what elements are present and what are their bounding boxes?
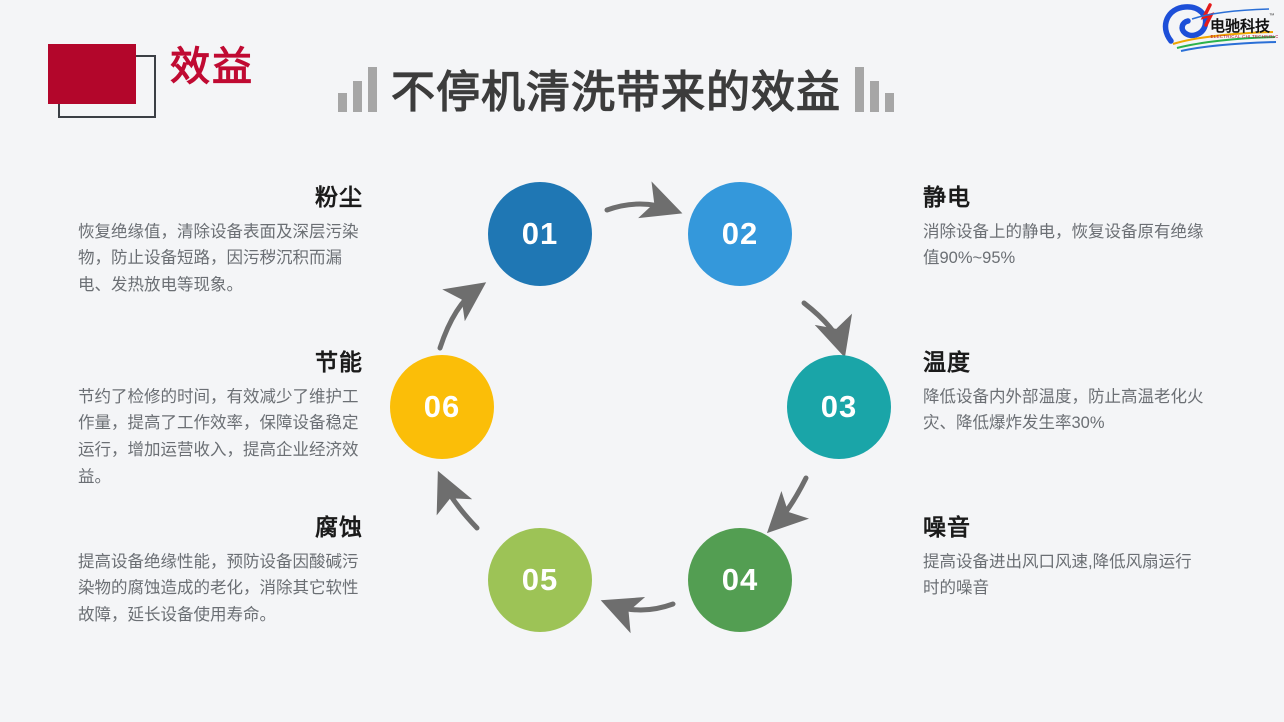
info-block-text: 提高设备进出风口风速,降低风扇运行时的噪音 [923,552,1192,598]
cycle-node-03[interactable]: 03 [787,355,891,459]
arrow-06-to-01 [437,282,487,351]
ascending-bars-icon [338,66,377,115]
section-badge-label: 效益 [170,45,254,89]
cycle-node-06[interactable]: 06 [390,355,494,459]
info-block-text: 消除设备上的静电，恢复设备原有绝缘值90%~95% [923,222,1204,268]
svg-text:电驰科技: 电驰科技 [1210,17,1271,35]
cycle-diagram: 01 02 03 04 05 06 [370,160,910,670]
svg-text:ELECTRICAL CHI TECHNOLOGY: ELECTRICAL CHI TECHNOLOGY [1211,34,1279,39]
info-block-title: 静电 [923,184,971,210]
info-block-static: 静电 消除设备上的静电，恢复设备原有绝缘值90%~95% [923,183,1208,272]
info-block-text: 节约了检修的时间，有效减少了维护工作量，提高了工作效率，保障设备稳定运行，增加运… [78,387,359,486]
cycle-node-label: 02 [721,216,759,251]
arrow-03-to-04 [766,475,809,534]
descending-bars-icon [855,66,894,115]
info-block-text: 恢复绝缘值，清除设备表面及深层污染物，防止设备短路，因污秽沉积而漏电、发热放电等… [78,222,359,295]
cycle-node-01[interactable]: 01 [488,182,592,286]
cycle-node-label: 04 [721,562,759,597]
company-logo: 电驰科技 ELECTRICAL CHI TECHNOLOGY ™ [1162,2,1284,52]
cycle-node-label: 01 [521,216,559,251]
svg-text:™: ™ [1269,13,1275,19]
info-block-title: 节能 [315,349,363,375]
page-title: 不停机清洗带来的效益 [391,68,841,117]
info-block-title: 温度 [923,349,971,375]
arrow-01-to-02 [604,181,683,219]
info-block-noise: 噪音 提高设备进出风口风速,降低风扇运行时的噪音 [923,513,1208,602]
cycle-node-04[interactable]: 04 [688,528,792,632]
arrow-04-to-05 [600,597,676,634]
cycle-node-label: 03 [820,389,858,424]
cycle-node-label: 05 [521,562,559,597]
info-block-corrosion: 腐蚀 提高设备绝缘性能，预防设备因酸碱污染物的腐蚀造成的老化，消除其它软性故障，… [78,513,363,629]
arrow-05-to-06 [436,470,480,531]
info-block-text: 提高设备绝缘性能，预防设备因酸碱污染物的腐蚀造成的老化，消除其它软性故障，延长设… [78,552,359,625]
cycle-node-05[interactable]: 05 [488,528,592,632]
info-block-energy: 节能 节约了检修的时间，有效减少了维护工作量，提高了工作效率，保障设备稳定运行，… [78,348,363,491]
info-block-title: 噪音 [923,514,971,540]
cycle-node-label: 06 [423,389,461,424]
info-block-text: 降低设备内外部温度，防止高温老化火灾、降低爆炸发生率30% [923,387,1204,433]
info-block-dust: 粉尘 恢复绝缘值，清除设备表面及深层污染物，防止设备短路，因污秽沉积而漏电、发热… [78,183,363,299]
info-block-title: 腐蚀 [315,514,363,540]
info-block-temperature: 温度 降低设备内外部温度，防止高温老化火灾、降低爆炸发生率30% [923,348,1208,437]
badge-fill-decor [48,44,136,104]
info-block-title: 粉尘 [315,184,363,210]
arrow-02-to-03 [801,300,853,358]
cycle-node-02[interactable]: 02 [688,182,792,286]
page-title-group: 不停机清洗带来的效益 [338,66,894,115]
